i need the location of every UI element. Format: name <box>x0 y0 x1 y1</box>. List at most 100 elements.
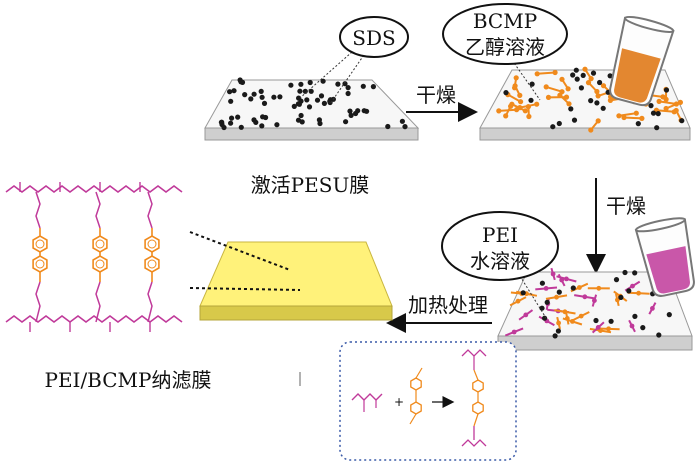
sds-dot <box>296 95 302 101</box>
pei-fragment <box>351 393 383 401</box>
network-node <box>564 276 569 282</box>
sds-dot <box>318 93 325 99</box>
network-node <box>636 290 641 296</box>
pei-bcmp-structure <box>5 182 183 332</box>
sds-dot <box>298 112 304 119</box>
reaction-scheme: + <box>351 349 487 447</box>
network-node <box>577 285 582 290</box>
pei-fragment <box>461 426 487 447</box>
network-node <box>562 309 568 315</box>
bcmp-bond <box>473 413 479 427</box>
pei-bubble: PEI 水溶液 <box>441 211 559 319</box>
sds-dot <box>304 97 310 103</box>
bcmp-ring <box>595 118 601 124</box>
sds-dot <box>542 315 548 321</box>
sds-dot <box>348 112 354 118</box>
bcmp-ring <box>559 89 565 95</box>
sds-dot <box>231 88 237 94</box>
sds-dot <box>306 104 313 110</box>
sds-dot <box>555 328 562 334</box>
benzene-ring <box>32 255 48 273</box>
sds-dot <box>342 81 348 87</box>
pei-label: PEI <box>482 223 518 247</box>
bcmp-ring <box>518 99 524 105</box>
sds-dot <box>302 88 308 94</box>
sds-dot <box>259 94 265 100</box>
sds-dot <box>663 87 670 93</box>
aromatic-circle <box>147 259 157 269</box>
bcmp-ring <box>545 94 552 100</box>
beaker-magenta-icon <box>634 217 695 297</box>
sds-bubble: SDS <box>299 16 409 105</box>
sds-dot <box>635 121 641 127</box>
benzene-ring <box>144 255 160 273</box>
reaction-inset: + <box>339 341 517 461</box>
sds-dot <box>227 89 233 95</box>
sds-dot <box>261 100 268 106</box>
bcmp-ring <box>639 115 645 121</box>
sds-dot <box>632 313 638 319</box>
sds-dot <box>593 317 599 324</box>
sds-dot <box>274 122 280 128</box>
sds-dot <box>291 103 297 109</box>
sds-dot <box>355 108 361 114</box>
bcmp-ring <box>633 110 639 116</box>
sds-dot <box>297 88 303 94</box>
sds-dot <box>248 96 254 102</box>
sds-dot <box>666 312 672 318</box>
network-node <box>554 294 559 300</box>
sds-dot <box>503 90 509 96</box>
bcmp-ring <box>566 101 572 107</box>
bcmp-link <box>537 71 556 75</box>
sds-dot <box>580 72 586 78</box>
network-node <box>606 326 611 332</box>
bcmp-ring <box>660 94 666 100</box>
sds-dot <box>299 119 305 125</box>
aromatic-circle <box>147 239 157 249</box>
pei-linker <box>147 191 153 229</box>
dry-label-top: 干燥 <box>416 83 456 107</box>
bcmp-link <box>498 108 517 112</box>
bcmp-link <box>658 100 677 105</box>
network-node <box>650 306 655 311</box>
bcmp-bubble: BCMP 乙醇溶液 <box>442 3 568 101</box>
sds-dot <box>650 110 657 116</box>
sds-dot <box>552 333 558 339</box>
sds-dot <box>228 98 234 104</box>
sds-dot <box>679 118 685 124</box>
sds-dot <box>343 119 349 125</box>
sds-dot <box>308 88 314 94</box>
sds-dot <box>655 111 661 117</box>
network-node <box>578 313 584 319</box>
network-node <box>556 320 561 326</box>
network-node <box>559 277 565 283</box>
bcmp-label: BCMP <box>473 9 537 33</box>
bcmp-ring <box>582 66 588 72</box>
sds-dot <box>528 97 534 103</box>
bcmp-ring <box>559 76 565 82</box>
sds-dot <box>221 124 227 131</box>
bcmp-ring <box>588 127 594 133</box>
bcmp-ring <box>588 76 594 82</box>
bcmp-ring <box>514 107 520 113</box>
bcmp-ring <box>526 113 532 120</box>
bcmp-ring <box>663 105 669 112</box>
sds-dot <box>648 103 654 109</box>
bcmp-ring <box>594 88 600 95</box>
sds-dots-2 <box>503 67 685 131</box>
sds-dot <box>539 305 545 311</box>
beaker-orange-icon <box>609 15 675 107</box>
sds-dot <box>618 294 624 300</box>
bcmp-ring <box>517 92 523 98</box>
heat-label: 加热处理 <box>408 293 488 317</box>
bcmp-ring <box>508 103 514 109</box>
sds-dot <box>520 290 526 296</box>
bcmp-ring <box>552 69 558 76</box>
network-node <box>550 271 556 277</box>
network-node <box>543 286 549 291</box>
dry-label-right: 干燥 <box>606 194 646 218</box>
sds-dot <box>570 285 576 291</box>
sds-dot <box>238 124 244 130</box>
pei-linker <box>95 191 101 229</box>
